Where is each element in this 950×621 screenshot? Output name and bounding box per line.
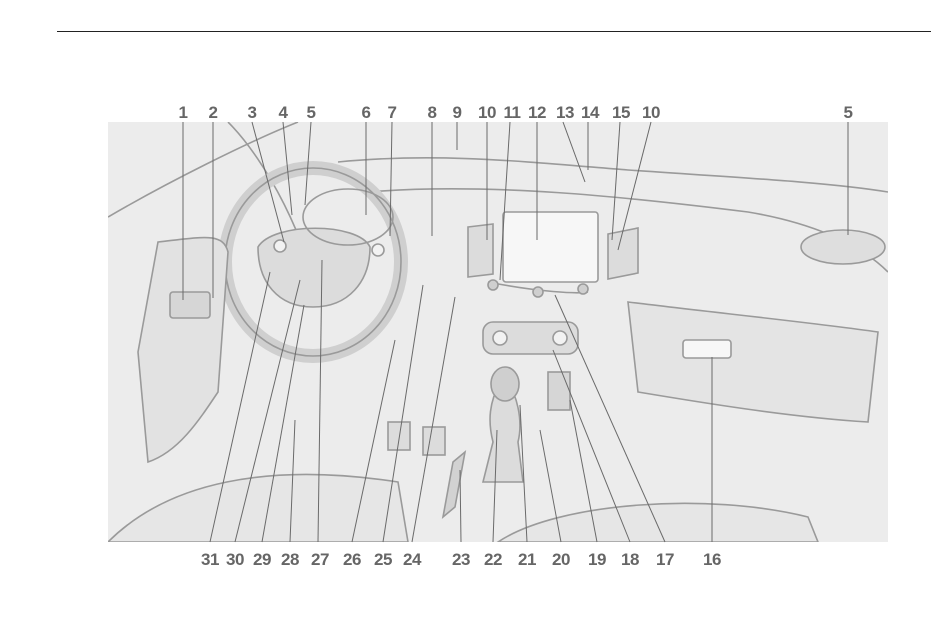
callout-23: 23 [452, 550, 470, 570]
callout-7: 7 [388, 103, 397, 123]
callout-26: 26 [343, 550, 361, 570]
callout-9: 9 [453, 103, 462, 123]
callout-17: 17 [656, 550, 674, 570]
callout-25: 25 [374, 550, 392, 570]
callout-5: 5 [307, 103, 316, 123]
callout-28: 28 [281, 550, 299, 570]
callout-15: 15 [612, 103, 630, 123]
callout-31: 31 [201, 550, 219, 570]
callout-21: 21 [518, 550, 536, 570]
dashboard-illustration [108, 122, 888, 542]
callout-2: 2 [209, 103, 218, 123]
callout-8: 8 [428, 103, 437, 123]
callout-5b: 5 [844, 103, 853, 123]
callout-10b: 10 [642, 103, 660, 123]
header-rule [57, 31, 931, 32]
callout-20: 20 [552, 550, 570, 570]
callout-13: 13 [556, 103, 574, 123]
callout-3: 3 [248, 103, 257, 123]
callout-12: 12 [528, 103, 546, 123]
dashboard-drawing [108, 122, 888, 542]
callout-24: 24 [403, 550, 421, 570]
callout-11: 11 [504, 103, 521, 123]
callout-4: 4 [279, 103, 288, 123]
callout-18: 18 [621, 550, 639, 570]
callout-14: 14 [581, 103, 599, 123]
callout-22: 22 [484, 550, 502, 570]
callout-6: 6 [362, 103, 371, 123]
callout-27: 27 [311, 550, 329, 570]
callout-10: 10 [478, 103, 496, 123]
callout-29: 29 [253, 550, 271, 570]
callout-19: 19 [588, 550, 606, 570]
callout-30: 30 [226, 550, 244, 570]
callout-1: 1 [179, 103, 188, 123]
callout-16: 16 [703, 550, 721, 570]
